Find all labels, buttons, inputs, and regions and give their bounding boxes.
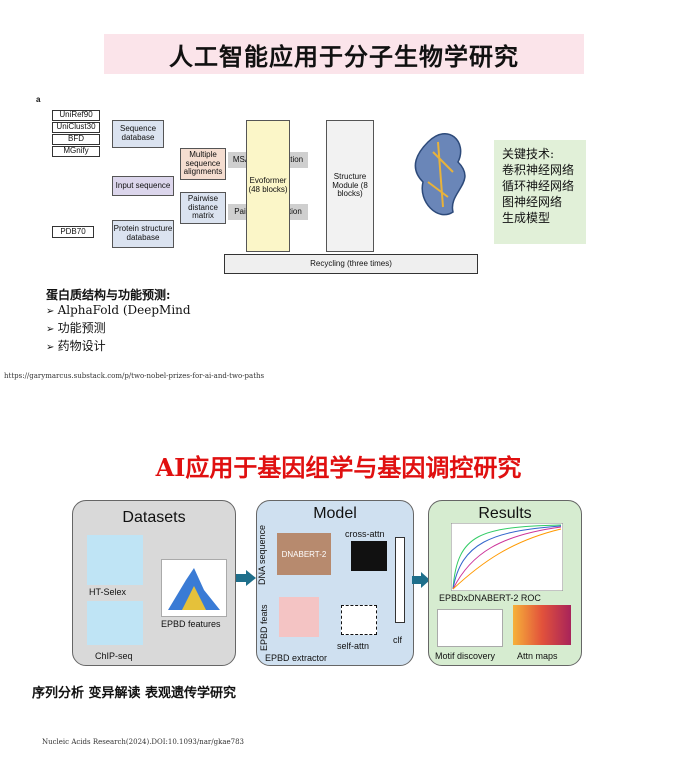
ht-selex-label: HT-Selex	[89, 587, 127, 597]
db-mgnify: MGnify	[52, 146, 100, 157]
bullet-item: 药物设计	[46, 338, 191, 356]
key-tech-item: 生成模型	[502, 211, 551, 225]
roc-plot	[451, 523, 563, 591]
evoformer: Evoformer (48 blocks)	[246, 120, 290, 252]
dnabert-box: DNABERT-2	[277, 533, 331, 575]
epbd-features-plot	[161, 559, 227, 617]
key-tech-heading: 关键技术:	[502, 147, 555, 161]
epbd-extractor-icon	[279, 597, 319, 637]
source-link-1: https://garymarcus.substack.com/p/two-no…	[4, 372, 265, 380]
bullet-list: AlphaFold (DeepMind 功能预测 药物设计	[46, 302, 191, 356]
self-attn-icon	[341, 605, 377, 635]
model-panel: Model DNA sequence DNABERT-2 cross-attn …	[256, 500, 414, 666]
attn-heatmap	[513, 605, 571, 645]
arrow-icon	[412, 572, 430, 588]
db-pdb70: PDB70	[52, 226, 94, 238]
cross-attn-icon	[351, 541, 387, 571]
db-uniref90: UniRef90	[52, 110, 100, 121]
msa-box: Multiple sequence alignments	[180, 148, 226, 180]
clf-label: clf	[393, 635, 402, 645]
section-title-genomics: AI应用于基因组学与基因调控研究	[155, 453, 522, 482]
bullet-item: 功能预测	[46, 320, 191, 338]
protein-structure-icon	[414, 133, 466, 216]
key-tech-item: 图神经网络	[502, 195, 563, 209]
motif-label: Motif discovery	[435, 651, 496, 661]
recycling-bar: Recycling (three times)	[224, 254, 478, 274]
key-tech-item: 卷积神经网络	[502, 163, 575, 177]
datasets-title: Datasets	[122, 509, 186, 526]
chip-seq-label: ChIP-seq	[95, 651, 133, 661]
alphafold-diagram: a UniRef90 UniClust30 BFD MGnify PDB70 S…	[36, 95, 488, 276]
epbd-features-label: EPBD features	[161, 619, 221, 629]
structure-module: Structure Module (8 blocks)	[326, 120, 374, 252]
input-sequence: Input sequence	[112, 176, 174, 196]
roc-label: EPBDxDNABERT-2 ROC	[439, 593, 541, 603]
db-bfd: BFD	[52, 134, 100, 145]
clf-vector	[395, 537, 405, 623]
self-attn-label: self-attn	[337, 641, 370, 651]
figure-label: a	[36, 95, 41, 104]
attn-label: Attn maps	[517, 651, 558, 661]
motif-logo	[437, 609, 503, 647]
section-title-molecular-biology: 人工智能应用于分子生物学研究	[104, 34, 584, 74]
key-tech-item: 循环神经网络	[502, 179, 575, 193]
pairwise-box: Pairwise distance matrix	[180, 192, 226, 224]
results-panel: Results EPBDxDNABERT-2 ROC Motif discove…	[428, 500, 582, 666]
model-title: Model	[313, 505, 357, 522]
protein-structure-database: Protein structure database	[112, 220, 174, 248]
epbd-extractor-label: EPBD extractor	[265, 653, 328, 663]
epbd-feats-label: EPBD feats	[259, 604, 269, 651]
datasets-panel: Datasets HT-Selex ChIP-seq EPBD features	[72, 500, 236, 666]
source-link-2: Nucleic Acids Research(2024).DOI:10.1093…	[42, 738, 244, 746]
bullet-item: AlphaFold (DeepMind	[46, 302, 191, 320]
protein-prediction-heading: 蛋白质结构与功能预测:	[46, 288, 171, 302]
arrow-icon	[236, 570, 256, 586]
results-title: Results	[478, 505, 532, 522]
cross-attn-label: cross-attn	[345, 529, 385, 539]
applications-text: 序列分析 变异解读 表观遗传学研究	[32, 686, 237, 701]
dna-sequence-label: DNA sequence	[257, 524, 267, 585]
key-technologies-box: 关键技术: 卷积神经网络 循环神经网络 图神经网络 生成模型	[494, 140, 586, 244]
dna-helix-image	[87, 535, 143, 585]
sequence-database: Sequence database	[112, 120, 164, 148]
chip-image	[87, 601, 143, 645]
db-uniclust30: UniClust30	[52, 122, 100, 133]
